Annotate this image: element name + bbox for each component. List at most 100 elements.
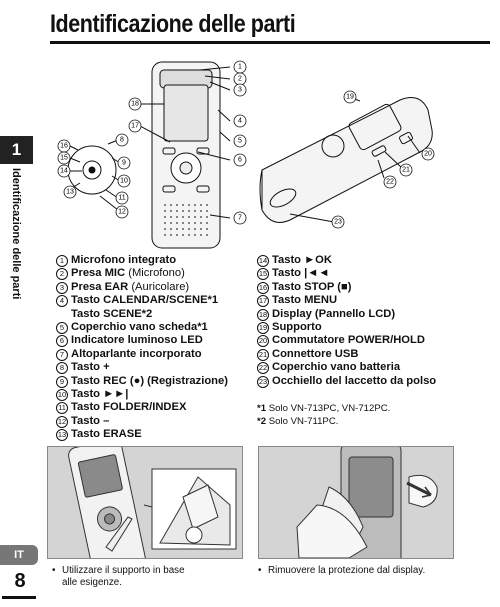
svg-text:9: 9	[122, 160, 126, 167]
protection-photo-drawing	[259, 447, 453, 558]
svg-text:2: 2	[238, 76, 242, 83]
svg-text:8: 8	[120, 137, 124, 144]
part-number: 4	[56, 295, 68, 308]
part-label: Tasto +	[71, 361, 110, 374]
part-number: 19	[257, 322, 269, 335]
svg-text:22: 22	[386, 179, 394, 186]
footnotes: *1 Solo VN-713PC, VN-712PC. *2 Solo VN-7…	[257, 403, 390, 428]
part-label: Display (Pannello LCD)	[272, 307, 396, 320]
part-number: 15	[257, 268, 269, 281]
part-label-pre: Presa	[71, 280, 105, 293]
part-label: Connettore USB	[272, 347, 359, 360]
svg-text:7: 7	[238, 215, 242, 222]
svg-text:23: 23	[334, 219, 342, 226]
part-label: Tasto ERASE	[71, 428, 142, 441]
part-label: Tasto STOP (■)	[272, 280, 352, 293]
part-label: Presa EAR (Auricolare)	[71, 281, 189, 294]
svg-text:20: 20	[424, 151, 432, 158]
language-badge: IT	[0, 545, 38, 565]
part-number: 14	[257, 255, 269, 267]
part-number: 23	[257, 375, 269, 388]
footnote-text: Solo VN-711PC.	[266, 415, 339, 427]
page-title: Identificazione delle parti	[50, 10, 296, 38]
page-number-rule	[2, 596, 36, 599]
footnote-text: Solo VN-713PC, VN-712PC.	[266, 403, 391, 414]
part-number: 10	[56, 389, 68, 402]
part-label: Tasto REC (●) (Registrazione)	[71, 374, 228, 387]
svg-text:21: 21	[402, 167, 410, 174]
part-number: 1	[56, 255, 68, 267]
part-number: 11	[56, 402, 68, 415]
part-label: Presa MIC (Microfono)	[71, 267, 185, 280]
part-number: 20	[257, 335, 269, 348]
part-label: Tasto ►OK	[272, 254, 332, 266]
part-label-post: (Auricolare)	[128, 280, 190, 293]
svg-text:4: 4	[238, 118, 242, 125]
part-label: Tasto FOLDER/INDEX	[71, 401, 187, 414]
caption-protection: •Rimuovere la protezione dal display.	[258, 565, 426, 576]
part-label-key: EAR	[104, 280, 129, 293]
part-label: Occhiello del laccetto da polso	[272, 374, 437, 387]
part-label: Microfono integrato	[71, 254, 177, 266]
caption-stand: •Utilizzare il supporto in base alle esi…	[52, 565, 242, 589]
part-label: Tasto MENU	[272, 294, 338, 307]
photo-stand-usage	[47, 446, 243, 559]
part-sublabel: Tasto SCENE*2	[71, 307, 153, 320]
caption-stand-text: Utilizzare il supporto in base alle esig…	[62, 565, 185, 588]
part-number: 2	[56, 268, 68, 281]
part-number: 9	[56, 375, 68, 388]
part-label: Supporto	[272, 321, 322, 334]
part-label-key: MIC	[104, 267, 126, 280]
svg-text:15: 15	[60, 155, 68, 162]
svg-text:14: 14	[60, 168, 68, 175]
part-label: Coperchio vano batteria	[272, 361, 401, 374]
part-number: 7	[56, 348, 68, 361]
svg-text:6: 6	[238, 157, 242, 164]
part-number: 5	[56, 322, 68, 335]
part-number: 3	[56, 281, 68, 294]
part-label: Tasto –	[71, 414, 110, 427]
part-label: Commutatore POWER/HOLD	[272, 334, 425, 347]
footnote-1: *1 Solo VN-713PC, VN-712PC.	[257, 403, 390, 416]
chapter-side-label-text: Identificazione delle parti	[10, 168, 22, 300]
svg-text:17: 17	[131, 123, 139, 130]
speaker-grille	[164, 204, 208, 236]
svg-text:16: 16	[60, 143, 68, 150]
part-label: Coperchio vano scheda*1	[71, 321, 208, 334]
svg-text:11: 11	[118, 195, 125, 202]
part-number: 21	[257, 348, 269, 361]
part-label-pre: Presa	[71, 267, 105, 280]
footnote-2: *2 Solo VN-711PC.	[257, 416, 390, 429]
part-label: Indicatore luminoso LED	[71, 334, 203, 347]
part-number: 22	[257, 362, 269, 375]
part-number: 8	[56, 362, 68, 375]
svg-text:19: 19	[346, 94, 354, 101]
caption-protection-text: Rimuovere la protezione dal display.	[268, 565, 426, 576]
photo-remove-protection	[258, 446, 454, 559]
svg-text:3: 3	[238, 87, 242, 94]
svg-text:13: 13	[66, 189, 74, 196]
part-number: 6	[56, 335, 68, 348]
part-label: Tasto CALENDAR/SCENE*1	[71, 294, 219, 307]
svg-text:10: 10	[120, 178, 128, 185]
page-number: 8	[14, 570, 26, 592]
svg-text:18: 18	[131, 101, 139, 108]
